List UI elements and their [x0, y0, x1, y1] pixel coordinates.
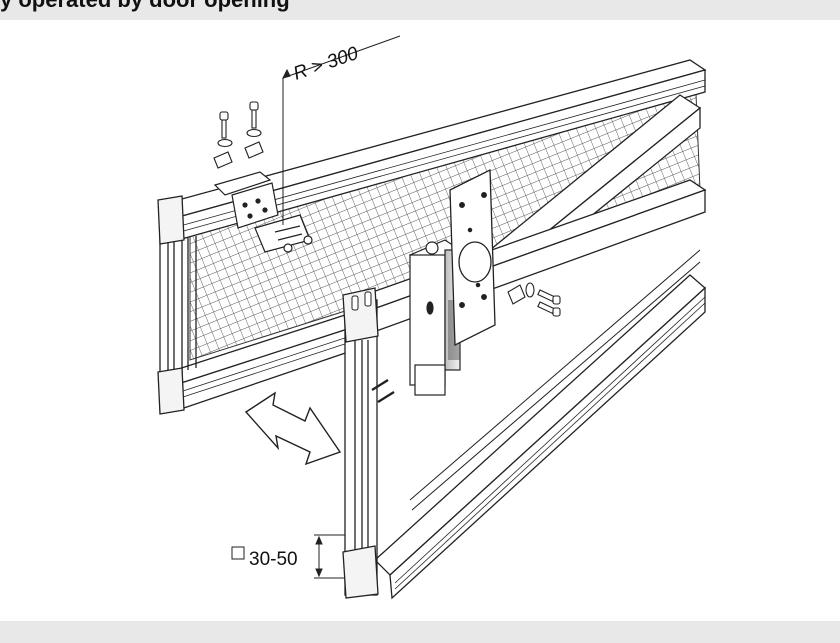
door-inner-rail — [409, 249, 701, 511]
square-symbol-icon — [231, 546, 245, 560]
installation-diagram: R > 300 30-50 — [157, 35, 707, 600]
top-bracket — [213, 171, 313, 253]
radius-label: R > 300 — [291, 43, 362, 85]
door-movement-arrow — [244, 391, 342, 466]
door-bottom-rail — [374, 274, 706, 600]
bottom-strip — [0, 621, 840, 643]
page-caption: y operated by door opening — [0, 0, 290, 13]
loose-screws-right — [507, 282, 561, 317]
diagram-frame: R > 300 30-50 — [0, 20, 840, 643]
radius-dimension — [282, 35, 401, 225]
mounting-plate — [449, 168, 496, 347]
loose-screws-top — [213, 101, 264, 169]
profile-dimension — [231, 534, 345, 579]
left-post — [157, 195, 197, 415]
post-screws — [351, 291, 395, 404]
profile-size-label: 30-50 — [249, 549, 298, 570]
top-rail — [158, 59, 707, 241]
door-post — [342, 287, 379, 599]
bottom-rail — [158, 314, 362, 411]
